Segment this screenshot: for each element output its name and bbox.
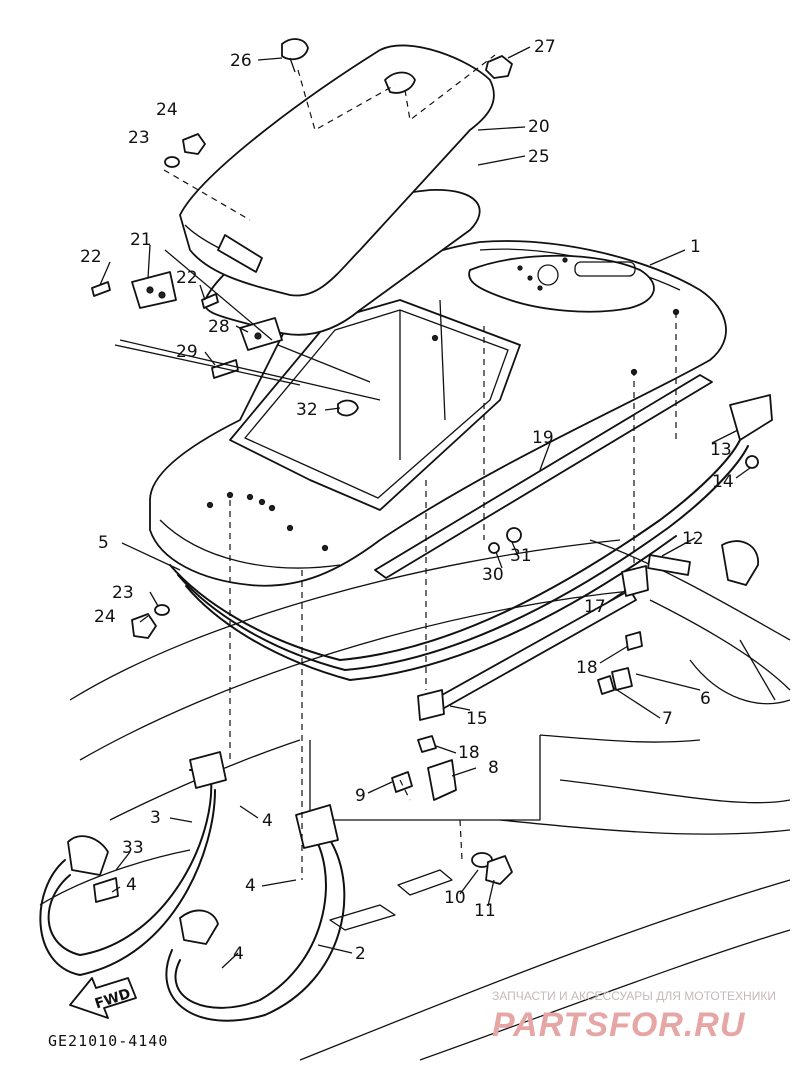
- callout-2: 2: [355, 944, 366, 964]
- callout-1: 1: [690, 237, 701, 257]
- callout-24a: 24: [156, 100, 178, 120]
- watermark-brand: PARTSFOR.RU: [492, 1006, 746, 1044]
- callout-21: 21: [130, 230, 152, 250]
- callout-12: 12: [682, 529, 704, 549]
- callout-18a: 18: [576, 658, 598, 678]
- callout-11: 11: [474, 901, 496, 921]
- brackets-and-stay: [391, 394, 773, 885]
- callout-7: 7: [662, 709, 673, 729]
- callout-24b: 24: [94, 607, 116, 627]
- watermark-caption: ЗАПЧАСТИ И АКСЕССУАРЫ ДЛЯ МОТОТЕХНИКИ: [492, 989, 776, 1003]
- callout-4d: 4: [126, 875, 137, 895]
- fwd-arrow-icon: FWD: [69, 977, 137, 1019]
- callout-14: 14: [712, 472, 734, 492]
- callout-26: 26: [230, 51, 252, 71]
- callout-18b: 18: [458, 743, 480, 763]
- callout-27: 27: [534, 37, 556, 57]
- callout-23a: 23: [128, 128, 150, 148]
- hinge-assembly: [91, 271, 359, 417]
- callout-10: 10: [444, 888, 466, 908]
- callout-4b: 4: [245, 876, 256, 896]
- fasteners-top: [131, 38, 513, 639]
- diagram-code: GE21010-4140: [48, 1032, 168, 1050]
- callout-31: 31: [510, 546, 532, 566]
- callout-6: 6: [700, 689, 711, 709]
- callout-13: 13: [710, 440, 732, 460]
- callout-25: 25: [528, 147, 550, 167]
- callout-28: 28: [208, 317, 230, 337]
- grab-handles: [39, 751, 346, 1022]
- callout-22b: 22: [176, 268, 198, 288]
- callout-32: 32: [296, 400, 318, 420]
- callout-4c: 4: [233, 944, 244, 964]
- callout-8: 8: [488, 758, 499, 778]
- callout-17: 17: [584, 597, 606, 617]
- callout-15: 15: [466, 709, 488, 729]
- leader-lines: [99, 46, 751, 969]
- callout-23b: 23: [112, 583, 134, 603]
- bin-lid: [179, 44, 495, 336]
- gasket-rims: [169, 374, 749, 681]
- callout-3: 3: [150, 808, 161, 828]
- callout-19: 19: [532, 428, 554, 448]
- callout-9: 9: [355, 786, 366, 806]
- callout-33: 33: [122, 838, 144, 858]
- callout-20: 20: [528, 117, 550, 137]
- hull-lines: [39, 539, 791, 1061]
- callout-22a: 22: [80, 247, 102, 267]
- callout-labels: 1 2 3 4 4 4 4 5 6 7 8 9 10 11 12 13 14 1…: [80, 37, 734, 964]
- callout-5: 5: [98, 533, 109, 553]
- assembly-lines: [114, 54, 677, 880]
- callout-30: 30: [482, 565, 504, 585]
- callout-4a: 4: [262, 811, 273, 831]
- callout-29: 29: [176, 342, 198, 362]
